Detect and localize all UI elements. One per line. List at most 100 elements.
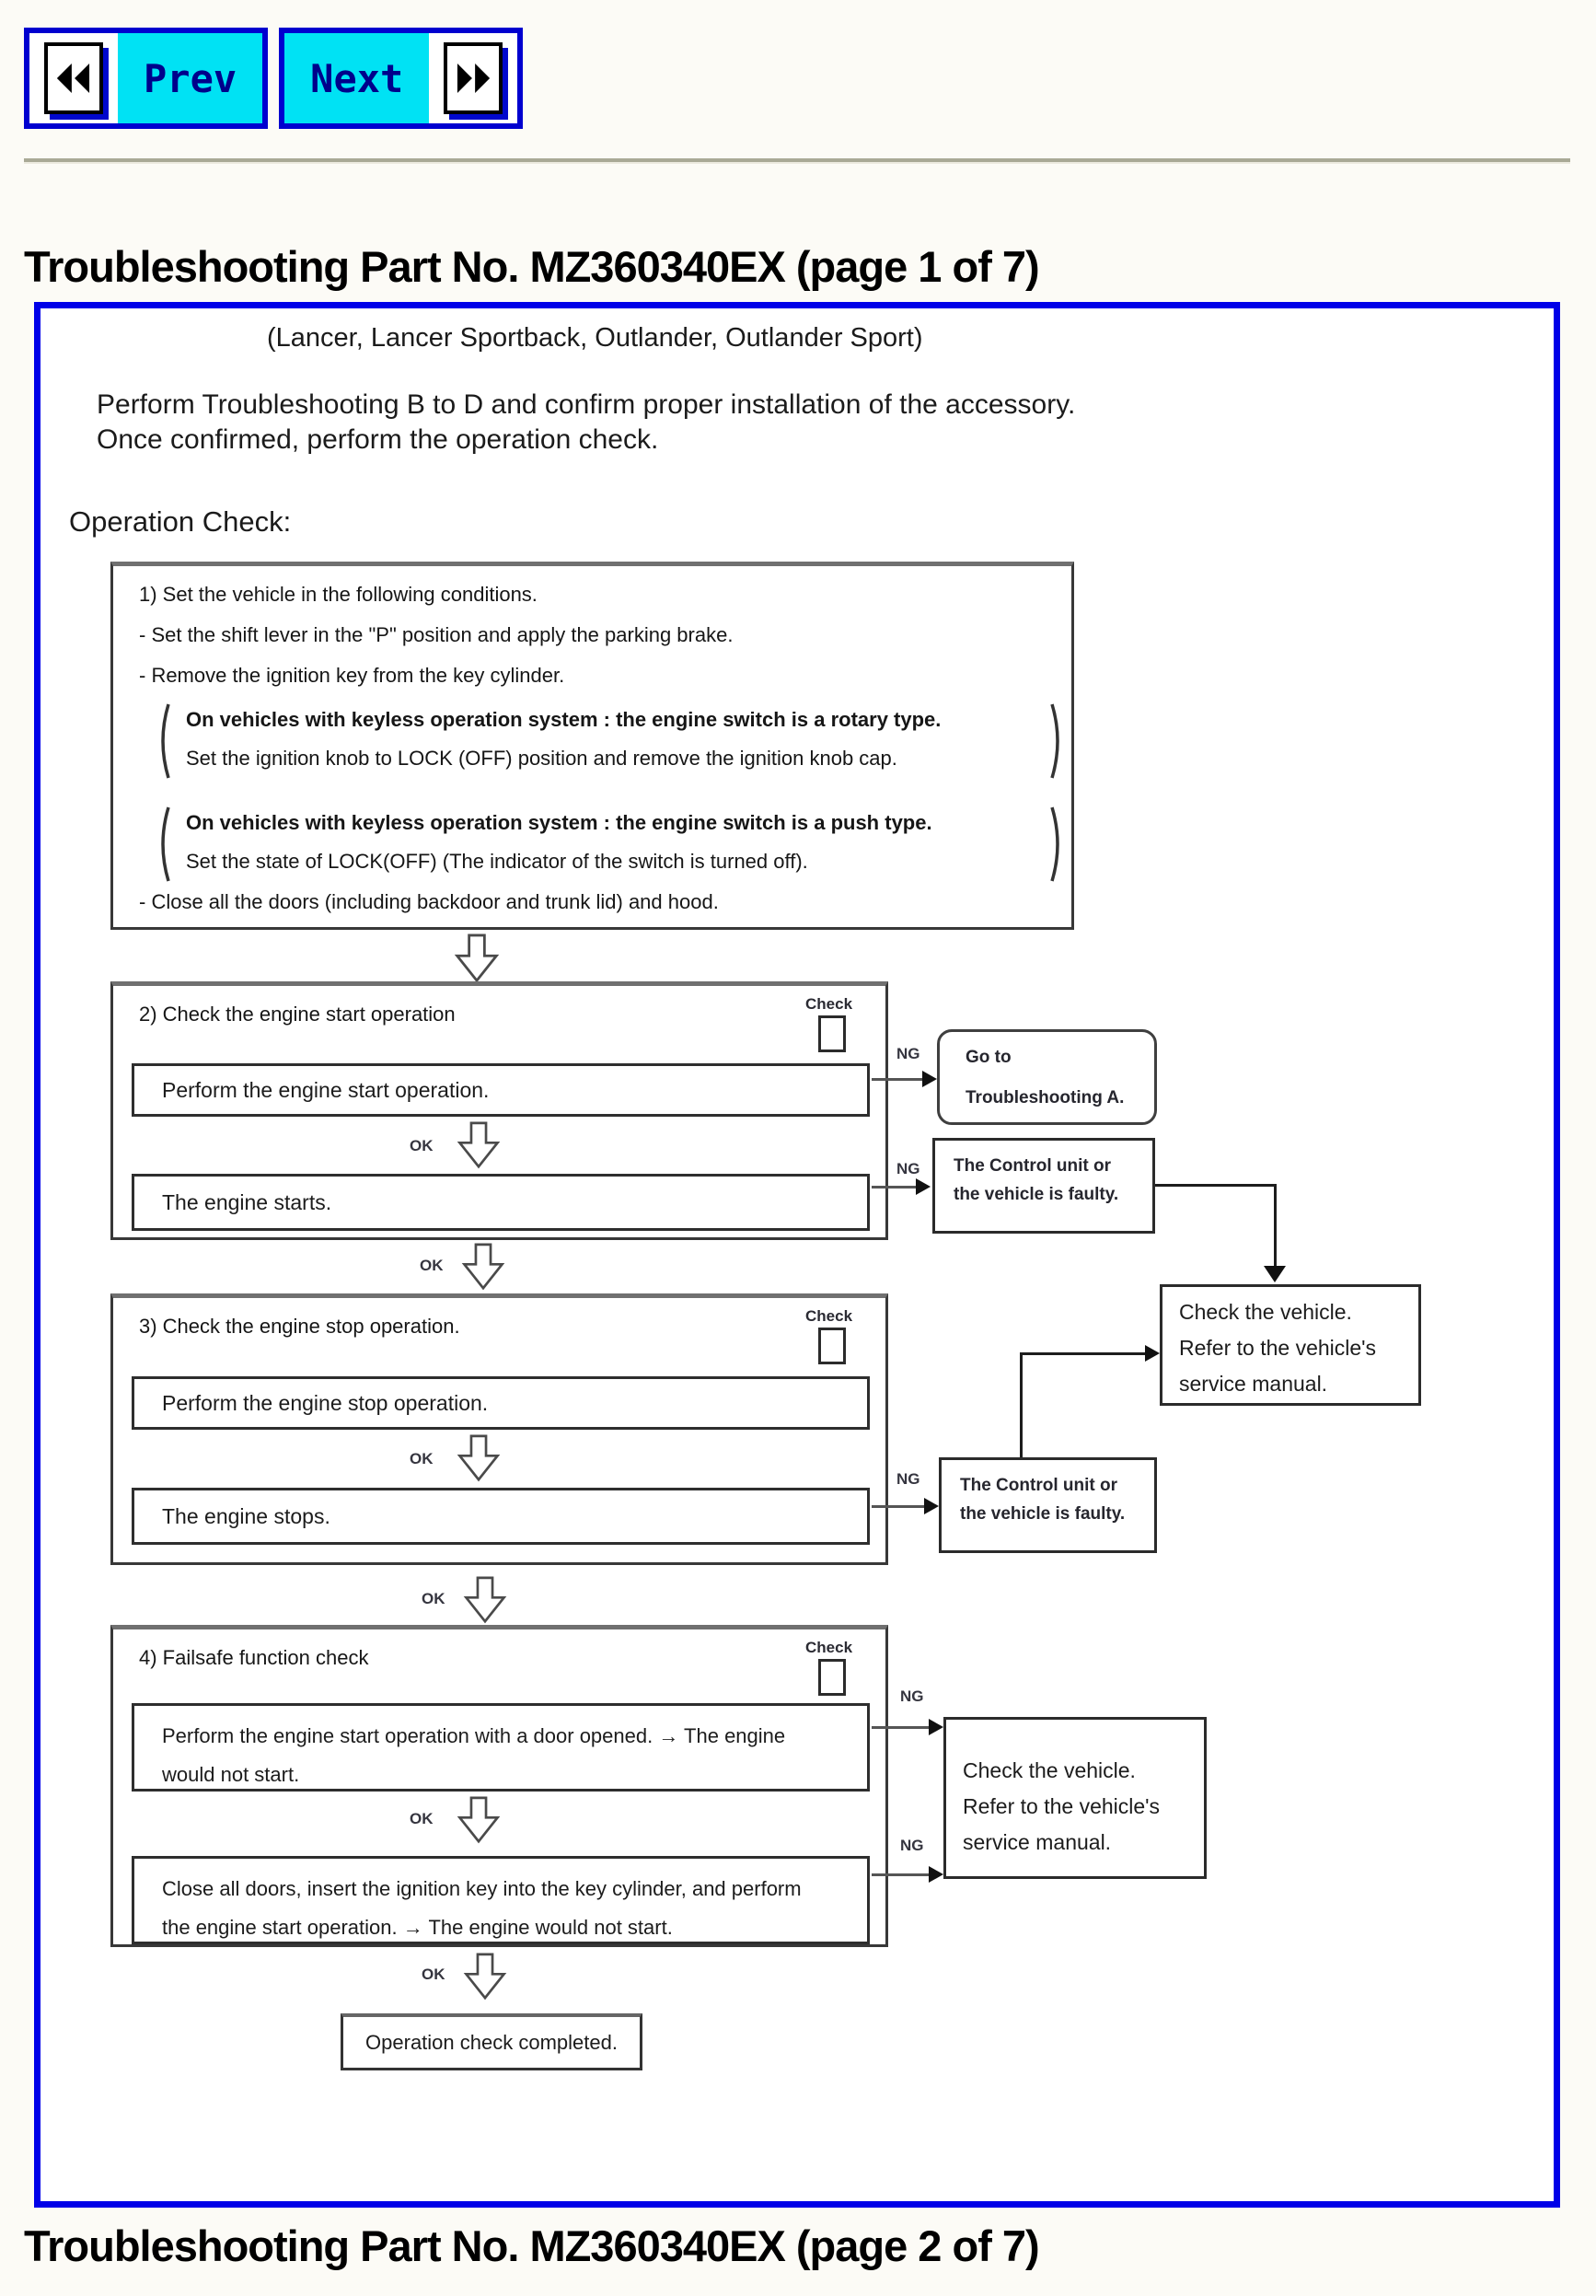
step1-box: 1) Set the vehicle in the following cond… xyxy=(110,562,1074,930)
step1-item1: - Set the shift lever in the "P" positio… xyxy=(139,623,734,646)
step1-heading: 1) Set the vehicle in the following cond… xyxy=(139,583,538,606)
operation-completed-text: Operation check completed. xyxy=(365,2030,618,2054)
ok-label: OK xyxy=(410,1810,434,1827)
vehicle-list: (Lancer, Lancer Sportback, Outlander, Ou… xyxy=(267,323,923,353)
ng-arrowhead xyxy=(929,1719,943,1735)
step2-box: 2) Check the engine start operation Chec… xyxy=(110,981,888,1240)
ok-label: OK xyxy=(410,1137,434,1154)
flow-down-arrow xyxy=(453,933,501,983)
ng-connector xyxy=(872,1726,929,1729)
step2-action-text: Perform the engine start operation. xyxy=(162,1077,490,1102)
flow-down-arrow xyxy=(462,1575,508,1625)
intro-paragraph: Perform Troubleshooting B to D and confi… xyxy=(97,388,1075,458)
right-paren xyxy=(1050,703,1059,779)
check-vehicle-box-1: Check the vehicle. Refer to the vehicle'… xyxy=(1160,1284,1421,1406)
step3-result-box: The engine stops. xyxy=(132,1488,870,1545)
ok-label: OK xyxy=(422,1590,445,1607)
ok-label: OK xyxy=(422,1966,445,1983)
step1-item3: - Close all the doors (including backdoo… xyxy=(139,890,719,913)
step3-heading: 3) Check the engine stop operation. xyxy=(139,1315,460,1338)
ok-label: OK xyxy=(420,1257,444,1274)
step2-result-text: The engine starts. xyxy=(162,1189,332,1214)
check-vehicle-line3: service manual. xyxy=(1179,1372,1328,1396)
flow-down-arrow xyxy=(460,1242,506,1292)
operation-check-label: Operation Check: xyxy=(69,505,292,538)
prev-button[interactable]: Prev xyxy=(24,28,269,129)
step3-checkbox xyxy=(818,1328,846,1364)
rewind-icon xyxy=(44,42,103,114)
check-vehicle-line3: service manual. xyxy=(963,1830,1112,1854)
faulty-box-2: The Control unit or the vehicle is fault… xyxy=(939,1457,1157,1553)
left-paren xyxy=(161,703,170,779)
step3-action-box: Perform the engine stop operation. xyxy=(132,1376,870,1430)
intro-line-2: Once confirmed, perform the operation ch… xyxy=(97,424,659,455)
step1-note2-line2: Set the state of LOCK(OFF) (The indicato… xyxy=(186,850,808,873)
ng-arrowhead xyxy=(929,1866,943,1883)
ng-connector xyxy=(872,1873,929,1876)
step1-item2: - Remove the ignition key from the key c… xyxy=(139,664,565,687)
check-vehicle-line2: Refer to the vehicle's xyxy=(1179,1336,1377,1360)
goto-line1: Go to xyxy=(966,1048,1012,1067)
ng-arrowhead xyxy=(916,1178,931,1195)
page-title-2: Troubleshooting Part No. MZ360340EX (pag… xyxy=(24,2221,1040,2270)
ng-label: NG xyxy=(896,1160,920,1177)
step4-action-line2: would not start. xyxy=(162,1763,300,1786)
step4-result-line1: Close all doors, insert the ignition key… xyxy=(162,1877,802,1900)
step3-box: 3) Check the engine stop operation. Chec… xyxy=(110,1293,888,1565)
ok-down-arrow xyxy=(456,1433,502,1483)
elbow-connector xyxy=(1020,1353,1023,1457)
ok-down-arrow xyxy=(456,1120,502,1170)
faulty1-line1: The Control unit or xyxy=(954,1156,1111,1176)
step1-note2: On vehicles with keyless operation syste… xyxy=(155,804,1066,885)
ng-label: NG xyxy=(900,1687,924,1705)
step4-result-box: Close all doors, insert the ignition key… xyxy=(132,1856,870,1944)
elbow-connector xyxy=(1020,1352,1145,1355)
ok-down-arrow xyxy=(456,1795,502,1845)
step4-heading: 4) Failsafe function check xyxy=(139,1646,369,1669)
goto-troubleshooting-box: Go to Troubleshooting A. xyxy=(937,1029,1157,1125)
step1-note1-line1: On vehicles with keyless operation syste… xyxy=(186,708,942,731)
prev-button-label: Prev xyxy=(144,55,237,101)
page-title-1: Troubleshooting Part No. MZ360340EX (pag… xyxy=(24,242,1040,291)
step4-checkbox xyxy=(818,1659,846,1696)
next-icon-cell xyxy=(429,33,518,123)
elbow-connector xyxy=(1274,1184,1277,1270)
faulty2-line1: The Control unit or xyxy=(960,1476,1117,1495)
next-button[interactable]: Next xyxy=(279,28,524,129)
ng-connector xyxy=(872,1505,924,1508)
step3-check-label: Check xyxy=(805,1307,853,1325)
step4-check-label: Check xyxy=(805,1639,853,1656)
intro-line-1: Perform Troubleshooting B to D and confi… xyxy=(97,389,1076,420)
step1-note1: On vehicles with keyless operation syste… xyxy=(155,701,1066,782)
check-vehicle-line1: Check the vehicle. xyxy=(1179,1300,1352,1324)
faulty2-line2: the vehicle is faulty. xyxy=(960,1504,1126,1524)
faulty-box-1: The Control unit or the vehicle is fault… xyxy=(932,1138,1155,1234)
step4-box: 4) Failsafe function check Check Perform… xyxy=(110,1625,888,1947)
elbow-connector xyxy=(1155,1184,1277,1187)
prev-icon-cell xyxy=(29,33,118,123)
step2-heading: 2) Check the engine start operation xyxy=(139,1003,456,1026)
step4-action-box: Perform the engine start operation with … xyxy=(132,1703,870,1792)
next-button-label: Next xyxy=(310,55,404,101)
ok-label: OK xyxy=(410,1450,434,1467)
step1-note2-line1: On vehicles with keyless operation syste… xyxy=(186,811,932,834)
ng-arrowhead xyxy=(924,1498,939,1514)
step4-action-line1: Perform the engine start operation with … xyxy=(162,1724,786,1747)
left-paren xyxy=(161,806,170,882)
flow-down-arrow xyxy=(462,1952,508,2001)
step2-checkbox xyxy=(818,1015,846,1052)
check-vehicle-line1: Check the vehicle. xyxy=(963,1758,1136,1782)
ng-connector xyxy=(872,1078,924,1081)
ng-label: NG xyxy=(896,1045,920,1062)
check-vehicle-box-2: Check the vehicle. Refer to the vehicle'… xyxy=(943,1717,1207,1879)
fast-forward-icon xyxy=(444,42,503,114)
faulty1-line2: the vehicle is faulty. xyxy=(954,1185,1119,1204)
right-paren xyxy=(1050,806,1059,882)
step3-action-text: Perform the engine stop operation. xyxy=(162,1390,489,1415)
step2-action-box: Perform the engine start operation. xyxy=(132,1063,870,1117)
step3-result-text: The engine stops. xyxy=(162,1503,330,1528)
ng-label: NG xyxy=(896,1470,920,1488)
right-arrowhead xyxy=(1145,1345,1160,1362)
ng-connector xyxy=(872,1186,918,1189)
goto-line2: Troubleshooting A. xyxy=(966,1088,1125,1107)
